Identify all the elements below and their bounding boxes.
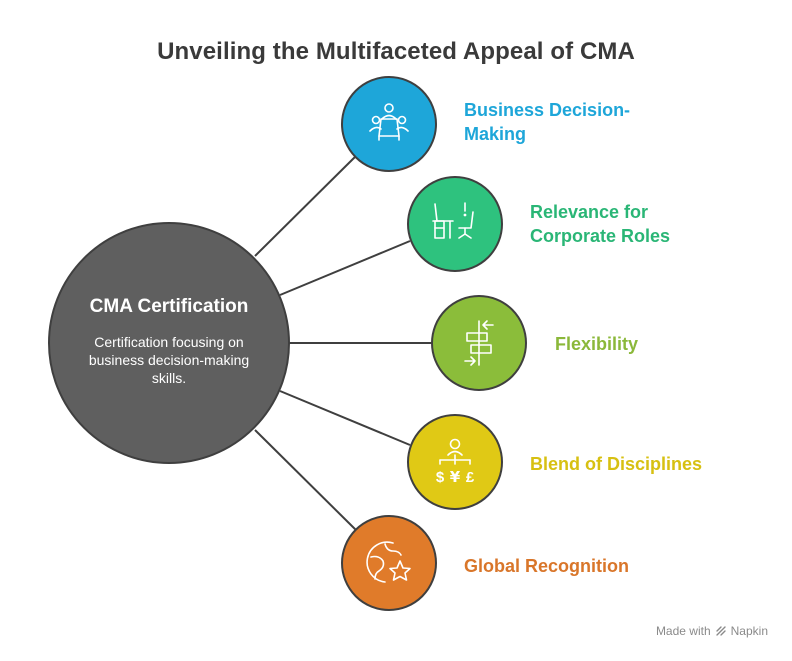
brand-text: Napkin (730, 624, 768, 638)
connector-line (254, 151, 361, 257)
connector-line (279, 390, 411, 446)
label-business-decision-making: Business Decision- Making (464, 98, 630, 146)
label-blend-of-disciplines: Blend of Disciplines (530, 452, 702, 476)
label-line: Blend of Disciplines (530, 454, 703, 474)
center-title: CMA Certification (89, 296, 249, 317)
label-line: Making (464, 124, 527, 144)
node-circle-business-decision-making (341, 76, 437, 172)
label-line: Global Recognition (464, 556, 629, 576)
label-line: Corporate Roles (530, 226, 671, 246)
center-description: Certification focusing on business decis… (88, 334, 250, 386)
label-global-recognition: Global Recognition (464, 554, 629, 578)
footer-watermark: Made with Napkin (656, 624, 768, 638)
label-line: Business Decision- (464, 100, 631, 120)
flexible-arrows-icon (464, 320, 494, 366)
label-line: Relevance for (530, 202, 649, 222)
label-corporate-roles: Relevance for Corporate Roles (530, 200, 670, 248)
node-circle-global-recognition (341, 515, 437, 611)
connector-line (254, 429, 361, 535)
made-with-text: Made with (655, 624, 711, 638)
svg-text:¥: ¥ (450, 468, 461, 486)
connector-line (279, 240, 411, 296)
svg-text:$: $ (436, 469, 445, 486)
currency-person-icon: $ ¥ £ (436, 438, 475, 486)
napkin-logo-icon (715, 626, 726, 636)
label-flexibility: Flexibility (555, 332, 638, 356)
diagram-title: Unveiling the Multifaceted Appeal of CMA (157, 38, 635, 65)
node-circle-corporate-roles (407, 176, 503, 272)
meeting-table-icon (369, 103, 409, 141)
label-line: Flexibility (555, 334, 639, 354)
office-desk-icon (432, 202, 474, 239)
globe-star-icon (366, 541, 411, 583)
center-circle (48, 222, 290, 464)
svg-text:£: £ (466, 469, 475, 486)
